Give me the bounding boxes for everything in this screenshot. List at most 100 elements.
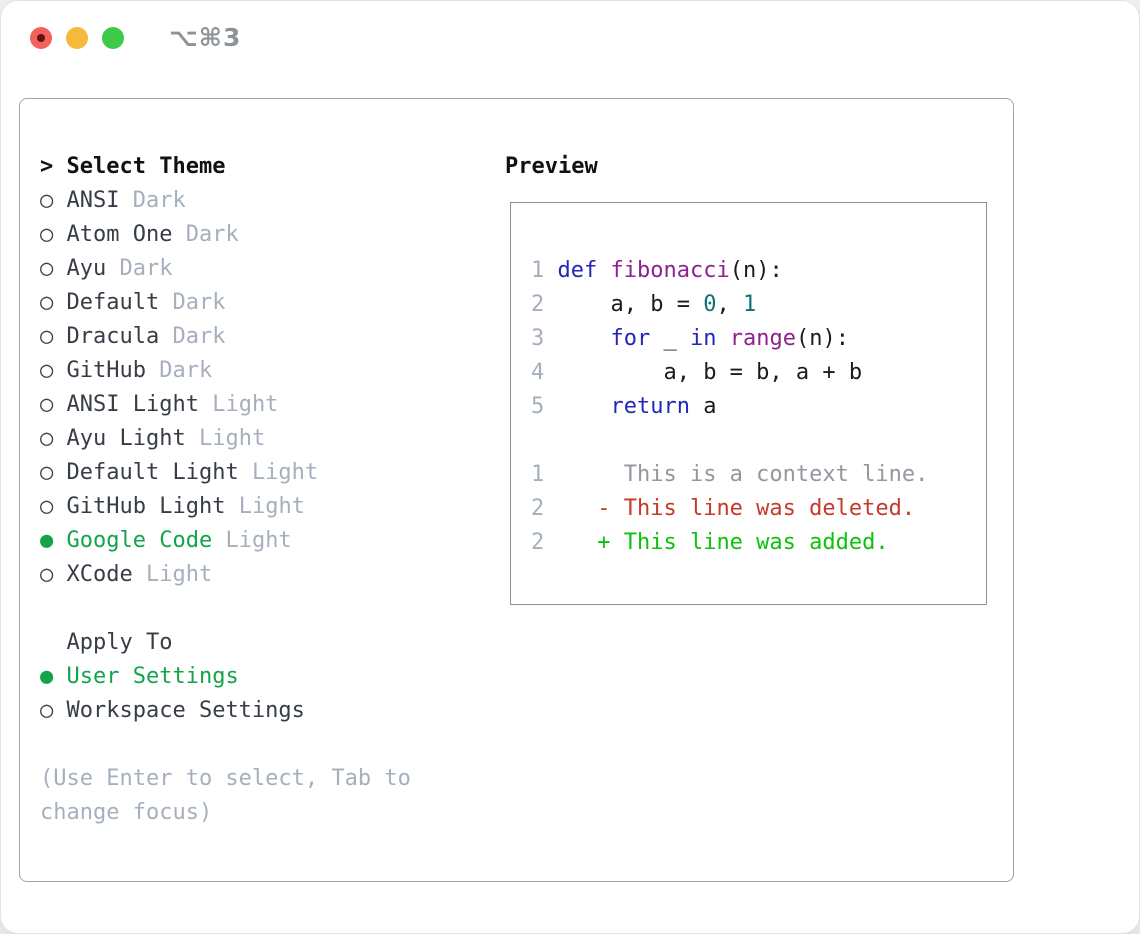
window-title: ⌥⌘3 xyxy=(169,23,242,52)
preview-code-line: 2 a, b = 0, 1 xyxy=(531,288,986,322)
apply-to-option[interactable]: ○ Workspace Settings xyxy=(40,694,411,728)
code-token-default: , xyxy=(716,292,743,317)
theme-name: Ayu Light xyxy=(66,426,186,451)
theme-name: Dracula xyxy=(66,324,160,349)
code-line-number: 1 xyxy=(531,462,545,487)
theme-name: Atom One xyxy=(66,222,173,247)
preview-header: Preview xyxy=(505,154,598,179)
code-token-number: 0 xyxy=(703,292,717,317)
preview-diff-line: 1 This is a context line. xyxy=(531,458,986,492)
radio-icon: ○ xyxy=(40,426,54,451)
code-line-number: 3 xyxy=(531,326,545,351)
code-token-default: (n): xyxy=(795,326,849,351)
theme-variant-label: Light xyxy=(225,528,292,553)
theme-variant-label: Light xyxy=(238,494,305,519)
theme-name: GitHub xyxy=(66,358,146,383)
preview-code-line: 1 def fibonacci(n): xyxy=(531,254,986,288)
code-token-default xyxy=(558,394,611,419)
code-line-number: 5 xyxy=(531,394,545,419)
theme-variant-label: Light xyxy=(198,426,266,451)
theme-list-item[interactable]: ○ Ayu Light Light xyxy=(40,422,411,456)
theme-list-item[interactable]: ○ Default Light Light xyxy=(40,456,411,490)
theme-name: XCode xyxy=(66,562,133,587)
radio-icon: ○ xyxy=(40,290,54,315)
theme-name: ANSI Light xyxy=(66,392,199,417)
code-line-number: 2 xyxy=(531,530,545,555)
diff-deleted-text: - This line was deleted. xyxy=(557,496,916,521)
preview-code-line: 5 return a xyxy=(531,390,986,424)
code-token-default xyxy=(716,326,729,351)
code-token-default: _ xyxy=(650,326,690,351)
titlebar: ⌥⌘3 xyxy=(1,1,1139,75)
apply-to-option-label: User Settings xyxy=(66,664,239,689)
code-token-keyword: in xyxy=(689,326,717,351)
theme-selector: > Select Theme○ ANSI Dark○ Atom One Dark… xyxy=(40,150,411,830)
theme-list-title: Select Theme xyxy=(66,154,226,179)
help-text-line: (Use Enter to select, Tab to xyxy=(40,766,411,791)
theme-list-item[interactable]: ○ Atom One Dark xyxy=(40,218,411,252)
theme-variant-label: Light xyxy=(212,392,279,417)
apply-to-option[interactable]: ● User Settings xyxy=(40,660,411,694)
radio-icon: ○ xyxy=(40,188,54,213)
radio-icon: ○ xyxy=(40,222,54,247)
close-button[interactable] xyxy=(30,27,52,49)
code-token-function: range xyxy=(729,326,796,351)
radio-selected-icon: ● xyxy=(40,528,54,553)
theme-name: Default xyxy=(66,290,160,315)
theme-list-item[interactable]: ○ GitHub Dark xyxy=(40,354,411,388)
apply-to-option-label: Workspace Settings xyxy=(66,698,305,723)
apply-to-header-row: Apply To xyxy=(40,626,411,660)
code-token-number: 1 xyxy=(742,292,757,317)
theme-name: Google Code xyxy=(66,528,213,553)
close-dot-icon xyxy=(37,34,45,42)
focus-cursor-icon: > xyxy=(40,154,54,179)
theme-list-item[interactable]: ○ Ayu Dark xyxy=(40,252,411,286)
code-token-default: (n): xyxy=(729,258,783,283)
theme-list-item[interactable]: ○ ANSI Light Light xyxy=(40,388,411,422)
preview-diff-line: 2 + This line was added. xyxy=(531,526,986,560)
code-token-function: fibonacci xyxy=(610,258,730,283)
radio-icon: ○ xyxy=(40,562,54,587)
code-token-default: a, b = xyxy=(557,292,704,317)
theme-list-item[interactable]: ○ GitHub Light Light xyxy=(40,490,411,524)
code-token-default: a, b = b, a + b xyxy=(557,360,863,385)
code-token-keyword: def xyxy=(557,258,598,283)
theme-list-item[interactable]: ○ Dracula Dark xyxy=(40,320,411,354)
radio-icon: ○ xyxy=(40,358,54,383)
radio-icon: ○ xyxy=(40,392,54,417)
theme-list-item[interactable]: ○ ANSI Dark xyxy=(40,184,411,218)
code-line-number: 4 xyxy=(531,360,545,385)
diff-context-text: This is a context line. xyxy=(557,462,929,487)
theme-variant-label: Dark xyxy=(159,358,213,383)
diff-added-text: + This line was added. xyxy=(557,530,889,555)
theme-name: GitHub Light xyxy=(66,494,226,519)
theme-variant-label: Light xyxy=(251,460,319,485)
help-text-line: change focus) xyxy=(40,800,213,825)
preview-code-line: 3 for _ in range(n): xyxy=(531,322,986,356)
theme-list-header-row: > Select Theme xyxy=(40,150,411,184)
theme-variant-label: Dark xyxy=(132,188,186,213)
radio-icon: ○ xyxy=(40,324,54,349)
code-line-number: 1 xyxy=(531,258,545,283)
theme-list-item[interactable]: ● Google Code Light xyxy=(40,524,411,558)
radio-icon: ○ xyxy=(40,494,54,519)
theme-list-item[interactable]: ○ XCode Light xyxy=(40,558,411,592)
main-panel: > Select Theme○ ANSI Dark○ Atom One Dark… xyxy=(19,98,1014,882)
preview-diff-line: 2 - This line was deleted. xyxy=(531,492,986,526)
radio-selected-icon: ● xyxy=(40,664,54,689)
theme-name: ANSI xyxy=(66,188,120,213)
apply-to-title: Apply To xyxy=(66,630,173,655)
minimize-button[interactable] xyxy=(66,27,88,49)
radio-icon: ○ xyxy=(40,460,54,485)
theme-list-item[interactable]: ○ Default Dark xyxy=(40,286,411,320)
spacer-row xyxy=(531,424,986,458)
code-token-keyword: return xyxy=(610,394,690,419)
code-line-number: 2 xyxy=(531,292,545,317)
traffic-lights xyxy=(30,27,124,49)
spacer-row xyxy=(40,728,411,762)
maximize-button[interactable] xyxy=(102,27,124,49)
theme-variant-label: Dark xyxy=(172,324,226,349)
code-line-number: 2 xyxy=(531,496,545,521)
